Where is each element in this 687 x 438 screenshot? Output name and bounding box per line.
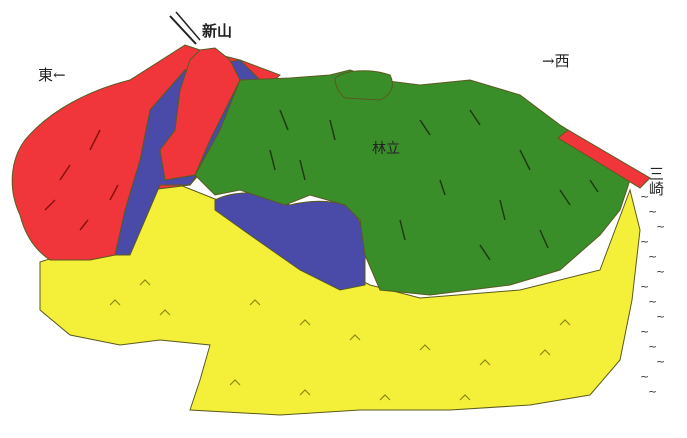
- tilde-mark: ~: [640, 325, 649, 338]
- tilde-mark: ~: [648, 205, 657, 218]
- west-direction-label: →西: [542, 50, 570, 71]
- tilde-mark: ~: [648, 250, 657, 263]
- tilde-mark: ~: [640, 280, 649, 293]
- tilde-mark: ~: [656, 265, 665, 278]
- tilde-mark: ~: [640, 235, 649, 248]
- middle-label: 林立: [372, 138, 400, 158]
- right-edge-label: 三崎: [646, 166, 667, 196]
- tilde-mark: ~: [648, 295, 657, 308]
- east-direction-label: 東←: [38, 64, 66, 85]
- pointer-arrow-icon: [170, 12, 200, 44]
- peak-label: 新山: [202, 20, 232, 41]
- tilde-mark: ~: [656, 220, 665, 233]
- tilde-mark: ~: [640, 370, 649, 383]
- tilde-mark: ~: [648, 340, 657, 353]
- tilde-mark: ~: [656, 310, 665, 323]
- tilde-mark: ~: [648, 385, 657, 398]
- green-cap: [335, 71, 392, 100]
- tilde-mark: ~: [656, 355, 665, 368]
